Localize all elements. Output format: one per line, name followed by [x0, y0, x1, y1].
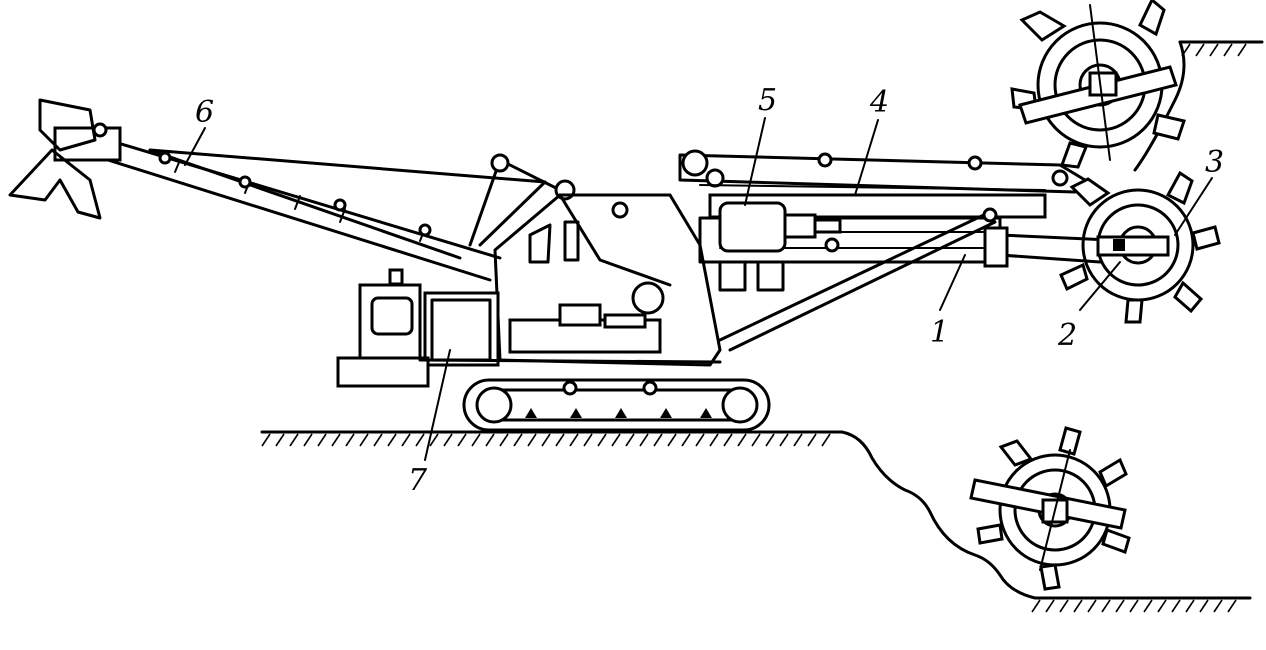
- label-5: 5: [758, 83, 777, 118]
- bucket-wheel-lower: [969, 426, 1131, 591]
- label-7: 7: [408, 463, 428, 498]
- crawler-track: [462, 378, 771, 432]
- label-6: 6: [195, 95, 214, 130]
- leader-lines: [184, 117, 1213, 461]
- ground-profile: [260, 40, 1264, 613]
- main-body: [336, 193, 722, 388]
- label-1: 1: [930, 315, 949, 350]
- stacker-boom: [8, 98, 576, 282]
- label-4: 4: [869, 85, 889, 120]
- label-3: 3: [1205, 145, 1224, 180]
- callout-labels: 1 2 3 4 5 6 7: [195, 83, 1224, 498]
- digging-boom: [678, 149, 1112, 352]
- label-2: 2: [1057, 318, 1077, 353]
- bucket-wheel-upper: [1010, 0, 1186, 169]
- bucket-wheel-main: [1059, 170, 1221, 324]
